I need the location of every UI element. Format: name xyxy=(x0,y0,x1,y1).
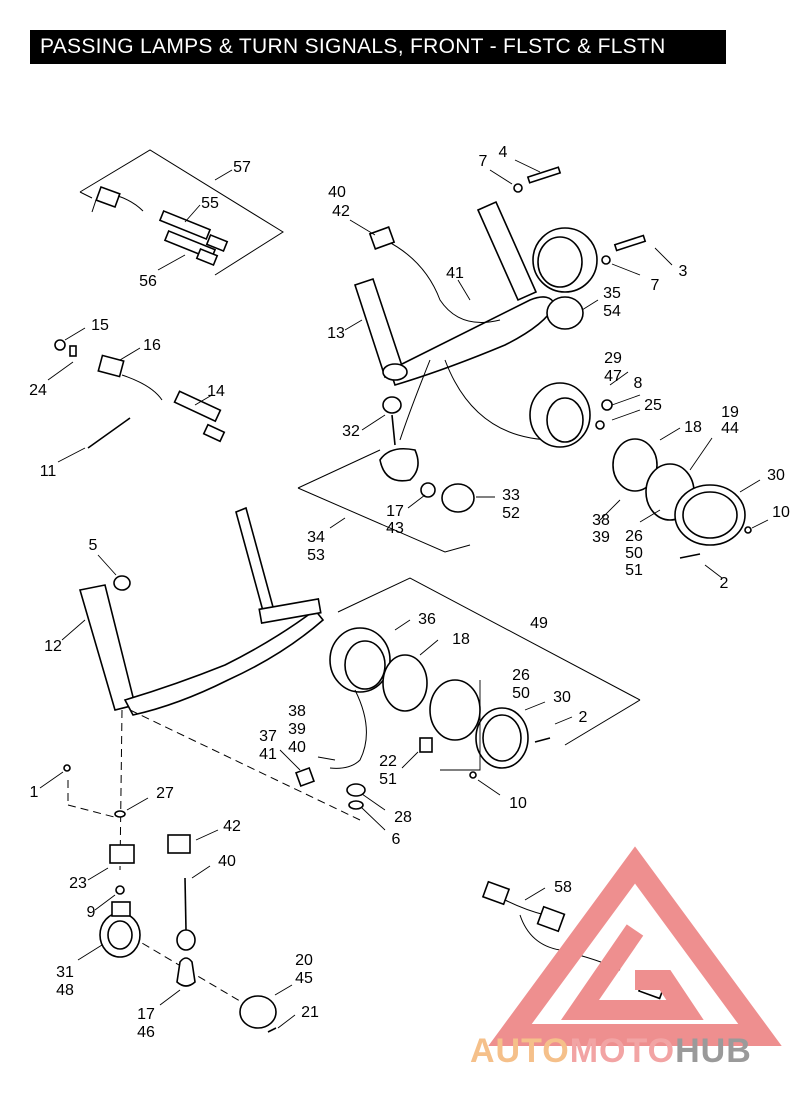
callout-17: 17 xyxy=(386,503,404,520)
callout-3: 3 xyxy=(679,263,688,280)
callout-30: 30 xyxy=(767,467,785,484)
callout-42: 42 xyxy=(223,818,241,835)
callout-47: 47 xyxy=(604,368,622,385)
callout-28: 28 xyxy=(394,809,412,826)
callout-2: 2 xyxy=(579,709,588,726)
callout-51: 51 xyxy=(379,771,397,788)
callout-31: 31 xyxy=(56,964,74,981)
callout-50: 50 xyxy=(625,545,643,562)
passing-lamp-lower-group xyxy=(279,577,641,831)
callout-17: 17 xyxy=(137,1006,155,1023)
turn-signal-upper-group xyxy=(297,396,495,553)
passing-lamp-upper-group xyxy=(529,371,769,579)
switch-parts-group xyxy=(47,327,226,463)
callout-53: 53 xyxy=(307,547,325,564)
callout-7: 7 xyxy=(479,153,488,170)
callout-42: 42 xyxy=(332,203,350,220)
automotohub-logo xyxy=(488,846,782,1046)
callout-10: 10 xyxy=(772,504,790,521)
callout-40: 40 xyxy=(288,739,306,756)
callout-4: 4 xyxy=(499,144,508,161)
callout-39: 39 xyxy=(592,529,610,546)
callout-48: 48 xyxy=(56,982,74,999)
brand-part-moto: MOTO xyxy=(569,1032,676,1070)
callout-55: 55 xyxy=(201,195,219,212)
callout-35: 35 xyxy=(603,285,621,302)
callout-2: 2 xyxy=(720,575,729,592)
callout-51: 51 xyxy=(625,562,643,579)
callout-25: 25 xyxy=(644,397,662,414)
callout-24: 24 xyxy=(29,382,47,399)
callout-26: 26 xyxy=(512,667,530,684)
callout-7: 7 xyxy=(651,277,660,294)
callout-38: 38 xyxy=(592,512,610,529)
brand-part-auto: AUTO xyxy=(470,1032,570,1070)
callout-9: 9 xyxy=(87,904,96,921)
brand-part-hub: HUB xyxy=(675,1032,752,1070)
callout-11: 11 xyxy=(40,463,57,480)
callout-39: 39 xyxy=(288,721,306,738)
callout-57: 57 xyxy=(233,159,251,176)
diagram-title: PASSING LAMPS & TURN SIGNALS, FRONT - FL… xyxy=(30,30,726,64)
callout-38: 38 xyxy=(288,703,306,720)
callout-19: 19 xyxy=(721,404,739,421)
callout-49: 49 xyxy=(530,615,548,632)
callout-43: 43 xyxy=(386,520,404,537)
upper-bracket-group xyxy=(344,159,673,441)
watermark-brand-text: AUTOMOTOHUB xyxy=(470,1032,752,1071)
callout-14: 14 xyxy=(207,383,225,400)
callout-46: 46 xyxy=(137,1024,155,1041)
callout-1: 1 xyxy=(30,784,39,801)
callout-44: 44 xyxy=(721,420,739,437)
callout-5: 5 xyxy=(89,537,98,554)
callout-36: 36 xyxy=(418,611,436,628)
callout-20: 20 xyxy=(295,952,313,969)
callout-54: 54 xyxy=(603,303,621,320)
callout-34: 34 xyxy=(307,529,325,546)
switch-kit-group xyxy=(79,149,284,276)
callout-26: 26 xyxy=(625,528,643,545)
callout-13: 13 xyxy=(327,325,345,342)
callout-18: 18 xyxy=(452,631,470,648)
callout-22: 22 xyxy=(379,753,397,770)
callout-12: 12 xyxy=(44,638,62,655)
callout-41: 41 xyxy=(259,746,277,763)
lower-bracket-group xyxy=(61,506,361,1011)
callout-45: 45 xyxy=(295,970,313,987)
turn-signal-lower-group xyxy=(39,764,296,1033)
callout-58: 58 xyxy=(554,879,572,896)
callout-15: 15 xyxy=(91,317,109,334)
callout-21: 21 xyxy=(301,1004,319,1021)
callout-56: 56 xyxy=(139,273,157,290)
callout-40: 40 xyxy=(328,184,346,201)
callout-8: 8 xyxy=(634,375,643,392)
callout-33: 33 xyxy=(502,487,520,504)
callout-32: 32 xyxy=(342,423,360,440)
callout-16: 16 xyxy=(143,337,161,354)
callout-10: 10 xyxy=(509,795,527,812)
callout-30: 30 xyxy=(553,689,571,706)
callout-6: 6 xyxy=(392,831,401,848)
callout-27: 27 xyxy=(156,785,174,802)
callout-23: 23 xyxy=(69,875,87,892)
callout-41: 41 xyxy=(446,265,464,282)
callout-50: 50 xyxy=(512,685,530,702)
callout-37: 37 xyxy=(259,728,277,745)
callout-52: 52 xyxy=(502,505,520,522)
callout-29: 29 xyxy=(604,350,622,367)
callout-18: 18 xyxy=(684,419,702,436)
callout-40: 40 xyxy=(218,853,236,870)
